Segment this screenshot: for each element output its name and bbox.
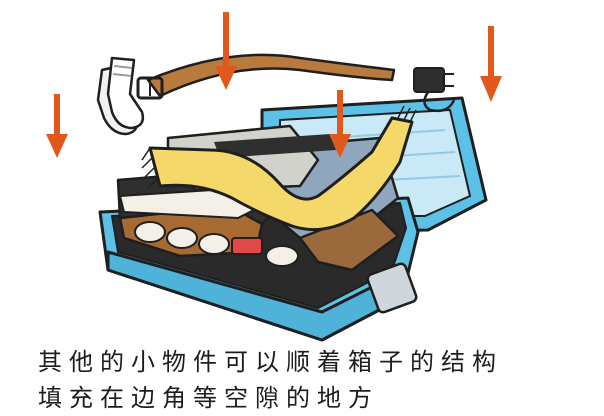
- scarf: [141, 105, 417, 232]
- down-arrow-icon: [46, 94, 68, 158]
- down-arrow-icon: [46, 12, 502, 158]
- down-arrow-icon: [329, 90, 351, 158]
- rolled-items: [134, 221, 299, 267]
- caption-line-1: 其他的小物件可以顺着箱子的结构: [38, 348, 503, 376]
- down-arrow-icon: [480, 26, 502, 102]
- belt-icon: [136, 53, 396, 100]
- down-arrow-icon: [215, 12, 237, 90]
- caption-line-2: 填充在边角等空隙的地方: [38, 384, 379, 412]
- charger-icon: [413, 67, 456, 113]
- sock-icon: [96, 56, 145, 136]
